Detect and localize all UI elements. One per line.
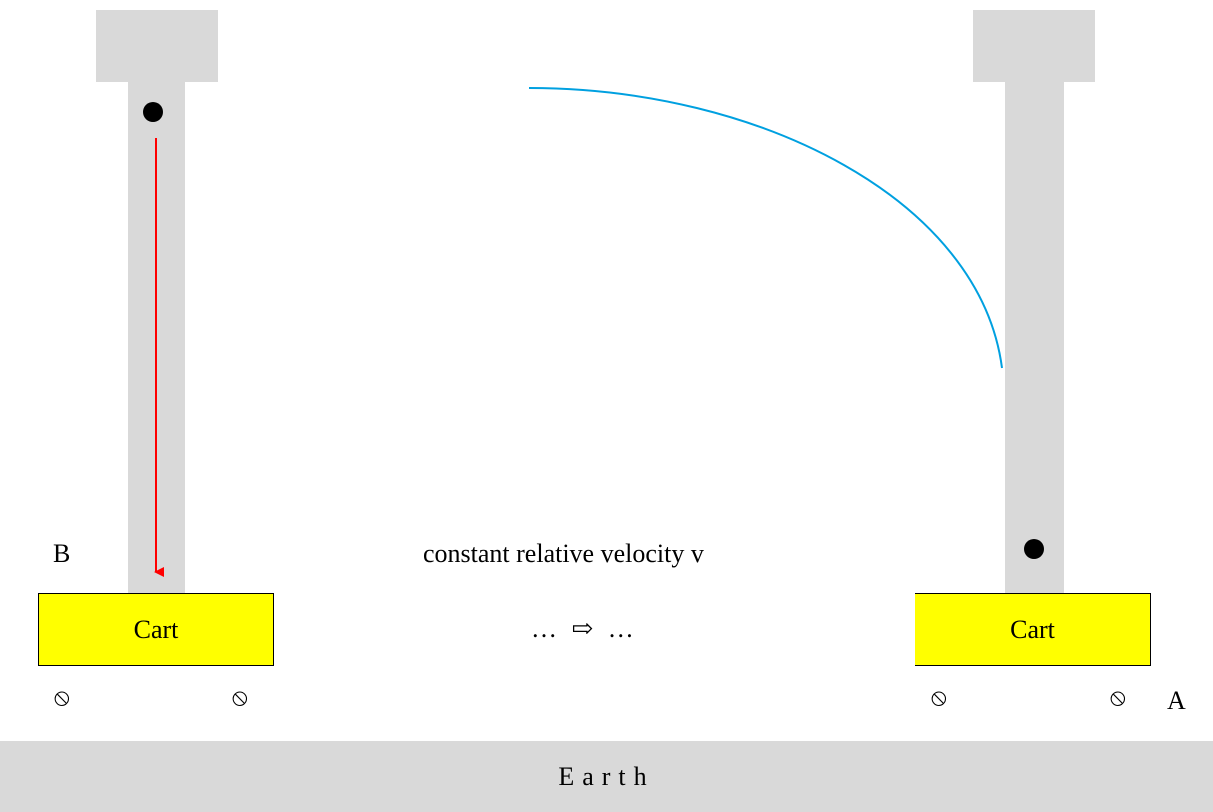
right-ball — [1024, 539, 1044, 559]
left-cart-label: Cart — [133, 614, 179, 644]
right-cart-wheel-2: ⦸ — [1110, 685, 1126, 711]
left-cart: Cart — [38, 593, 274, 666]
left-cart-wheel-2: ⦸ — [232, 685, 248, 711]
right-cart-label: Cart — [1010, 614, 1055, 644]
left-frame-label: B — [53, 539, 71, 568]
right-vertical-pole — [1005, 82, 1064, 594]
earth-label: Earth — [558, 761, 655, 791]
motion-arrow-label: … ⇨ … — [531, 614, 634, 643]
right-top-block — [973, 10, 1095, 82]
right-frame-label: A — [1167, 686, 1186, 715]
trajectory-curve — [528, 87, 1003, 369]
right-cart-wheel-1: ⦸ — [931, 685, 947, 711]
left-cart-wheel-1: ⦸ — [54, 685, 70, 711]
right-cart: Cart — [915, 593, 1151, 666]
left-ball — [143, 102, 163, 122]
relative-velocity-label: constant relative velocity v — [423, 539, 704, 568]
earth-ground: Earth — [0, 741, 1213, 812]
left-top-block — [96, 10, 218, 82]
